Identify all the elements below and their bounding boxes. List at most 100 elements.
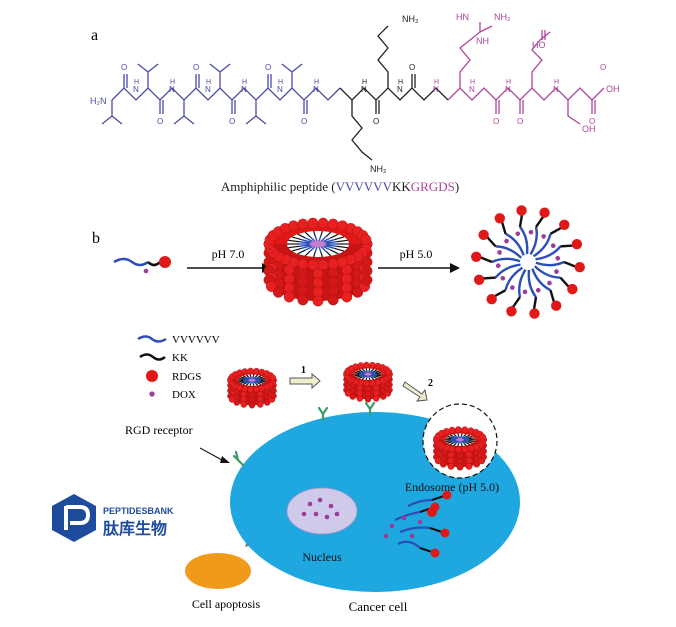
receptor-pointer-arrow	[199, 447, 230, 463]
ph-5-label: pH 5.0	[400, 247, 433, 261]
cell-apoptosis-label: Cell apoptosis	[192, 597, 261, 611]
caption-lysine-segment: KK	[392, 179, 411, 194]
amide-nitrogen: N	[433, 85, 439, 94]
amide-hydrogen: H	[278, 79, 283, 86]
legend-dox-label: DOX	[172, 389, 196, 401]
apoptotic-cell	[185, 553, 251, 589]
panel-b-label: b	[92, 230, 100, 247]
amide-hydrogen: H	[398, 79, 403, 86]
amide-hydrogen: H	[242, 79, 247, 86]
nucleus-label: Nucleus	[302, 550, 342, 564]
amide-hydrogen: H	[134, 79, 139, 86]
disassembled-peptides	[471, 205, 585, 319]
legend: VVVVVV KK RDGS DOX	[137, 334, 220, 401]
assembly-arrow	[187, 263, 272, 273]
endosome-label: Endosome (pH 5.0)	[405, 480, 499, 494]
legend-lysine-swatch	[139, 353, 166, 361]
lysine-dimer-structure	[339, 25, 449, 161]
nucleus	[286, 487, 358, 535]
amide-nitrogen: N	[133, 85, 139, 94]
carbonyl-oxygen: O	[301, 117, 307, 126]
amide-hydrogen: H	[470, 79, 475, 86]
amide-hydrogen: H	[170, 79, 175, 86]
rgd-receptor-label: RGD receptor	[125, 423, 193, 437]
single-peptide-monomer	[113, 256, 171, 274]
lysine-amine-top-label: NH₂	[402, 14, 419, 24]
receptor-1	[317, 406, 329, 422]
carboxyl-oh-label: OH	[606, 84, 620, 94]
logo-name-en: PEPTIDESBANK	[103, 506, 174, 516]
amide-hydrogen: H	[362, 79, 367, 86]
caption-valine-segment: VVVVVV	[336, 179, 393, 194]
carbonyl-oxygen: O	[373, 117, 379, 126]
ph-7-label: pH 7.0	[212, 247, 245, 261]
carbonyl-oxygen: O	[157, 117, 163, 126]
micelle-in-endosome	[433, 426, 487, 471]
aspartate-ho-label: HO	[532, 40, 546, 50]
amide-nitrogen: N	[397, 85, 403, 94]
amide-nitrogen: N	[361, 85, 367, 94]
released-peptides-and-dox	[383, 490, 452, 558]
step-2-number: 2	[428, 378, 433, 389]
micelle-extracellular	[227, 367, 277, 409]
legend-rdgs-label: RDGS	[172, 371, 201, 383]
arginine-nh-label: NH	[476, 36, 489, 46]
receptor-2	[364, 401, 376, 417]
logo-p-mark	[64, 505, 91, 530]
micelle-bound-to-receptor	[343, 361, 393, 403]
legend-valine-swatch	[137, 335, 167, 343]
carbonyl-oxygen: O	[493, 117, 499, 126]
caption-grgds-segment: GRGDS	[411, 179, 455, 194]
rgd-receptors	[232, 401, 376, 467]
carbonyl-oxygen: O	[193, 63, 199, 72]
carbonyl-oxygen: O	[229, 117, 235, 126]
amide-nitrogen: N	[469, 85, 475, 94]
panel-a-label: a	[91, 27, 98, 44]
amide-nitrogen: N	[169, 85, 175, 94]
amide-hydrogen: H	[554, 79, 559, 86]
carbonyl-oxygen-labels: O O O O O O O O O O O O	[121, 63, 606, 126]
peptide-caption: Amphiphilic peptide (VVVVVVKKGRGDS)	[221, 179, 459, 194]
logo-name-cn: 肽库生物	[103, 519, 167, 538]
amide-hydrogen: H	[434, 79, 439, 86]
disassembly-arrow	[378, 263, 460, 273]
carbonyl-oxygen: O	[589, 117, 595, 126]
amide-nitrogen: N	[241, 85, 247, 94]
receptor-3	[232, 450, 245, 467]
carbonyl-oxygen: O	[409, 63, 415, 72]
amide-hydrogen: H	[206, 79, 211, 86]
peptidesbank-logo: PEPTIDESBANK 肽库生物	[52, 494, 174, 542]
legend-lysine-label: KK	[172, 352, 188, 364]
amine-label: H₂N	[90, 96, 107, 106]
amide-hydrogen: H	[506, 79, 511, 86]
carbonyl-oxygen: O	[517, 117, 523, 126]
serine-oh-label: OH	[582, 124, 596, 134]
amide-nitrogen: N	[313, 85, 319, 94]
step-2-arrow	[402, 381, 428, 402]
peptide-micelle	[263, 217, 373, 307]
carbonyl-oxygen: O	[121, 63, 127, 72]
atom-labels: H₂N NH₂ NH₂ HN NH₂ NH HO OH OH	[90, 12, 620, 174]
amide-nitrogen: N	[277, 85, 283, 94]
carbonyl-oxygen: O	[265, 63, 271, 72]
arginine-hn-label: HN	[456, 12, 469, 22]
step-1-number: 1	[301, 365, 306, 376]
amide-nitrogen: N	[553, 85, 559, 94]
amide-nitrogen: N	[505, 85, 511, 94]
caption-suffix: )	[455, 179, 459, 194]
valine-hexamer-structure	[101, 63, 341, 125]
cancer-cell-label: Cancer cell	[349, 599, 408, 614]
lysine-amine-bottom-label: NH₂	[370, 164, 387, 174]
step-1-arrow	[289, 372, 321, 390]
amide-nitrogen: N	[205, 85, 211, 94]
carbonyl-oxygen: O	[600, 63, 606, 72]
nucleus-dox	[301, 497, 340, 520]
amide-hydrogen: H	[314, 79, 319, 86]
legend-valine-label: VVVVVV	[172, 334, 220, 346]
legend-rdgs-swatch	[146, 370, 158, 382]
legend-dox-swatch	[149, 391, 155, 397]
caption-prefix: Amphiphilic peptide (	[221, 179, 336, 194]
